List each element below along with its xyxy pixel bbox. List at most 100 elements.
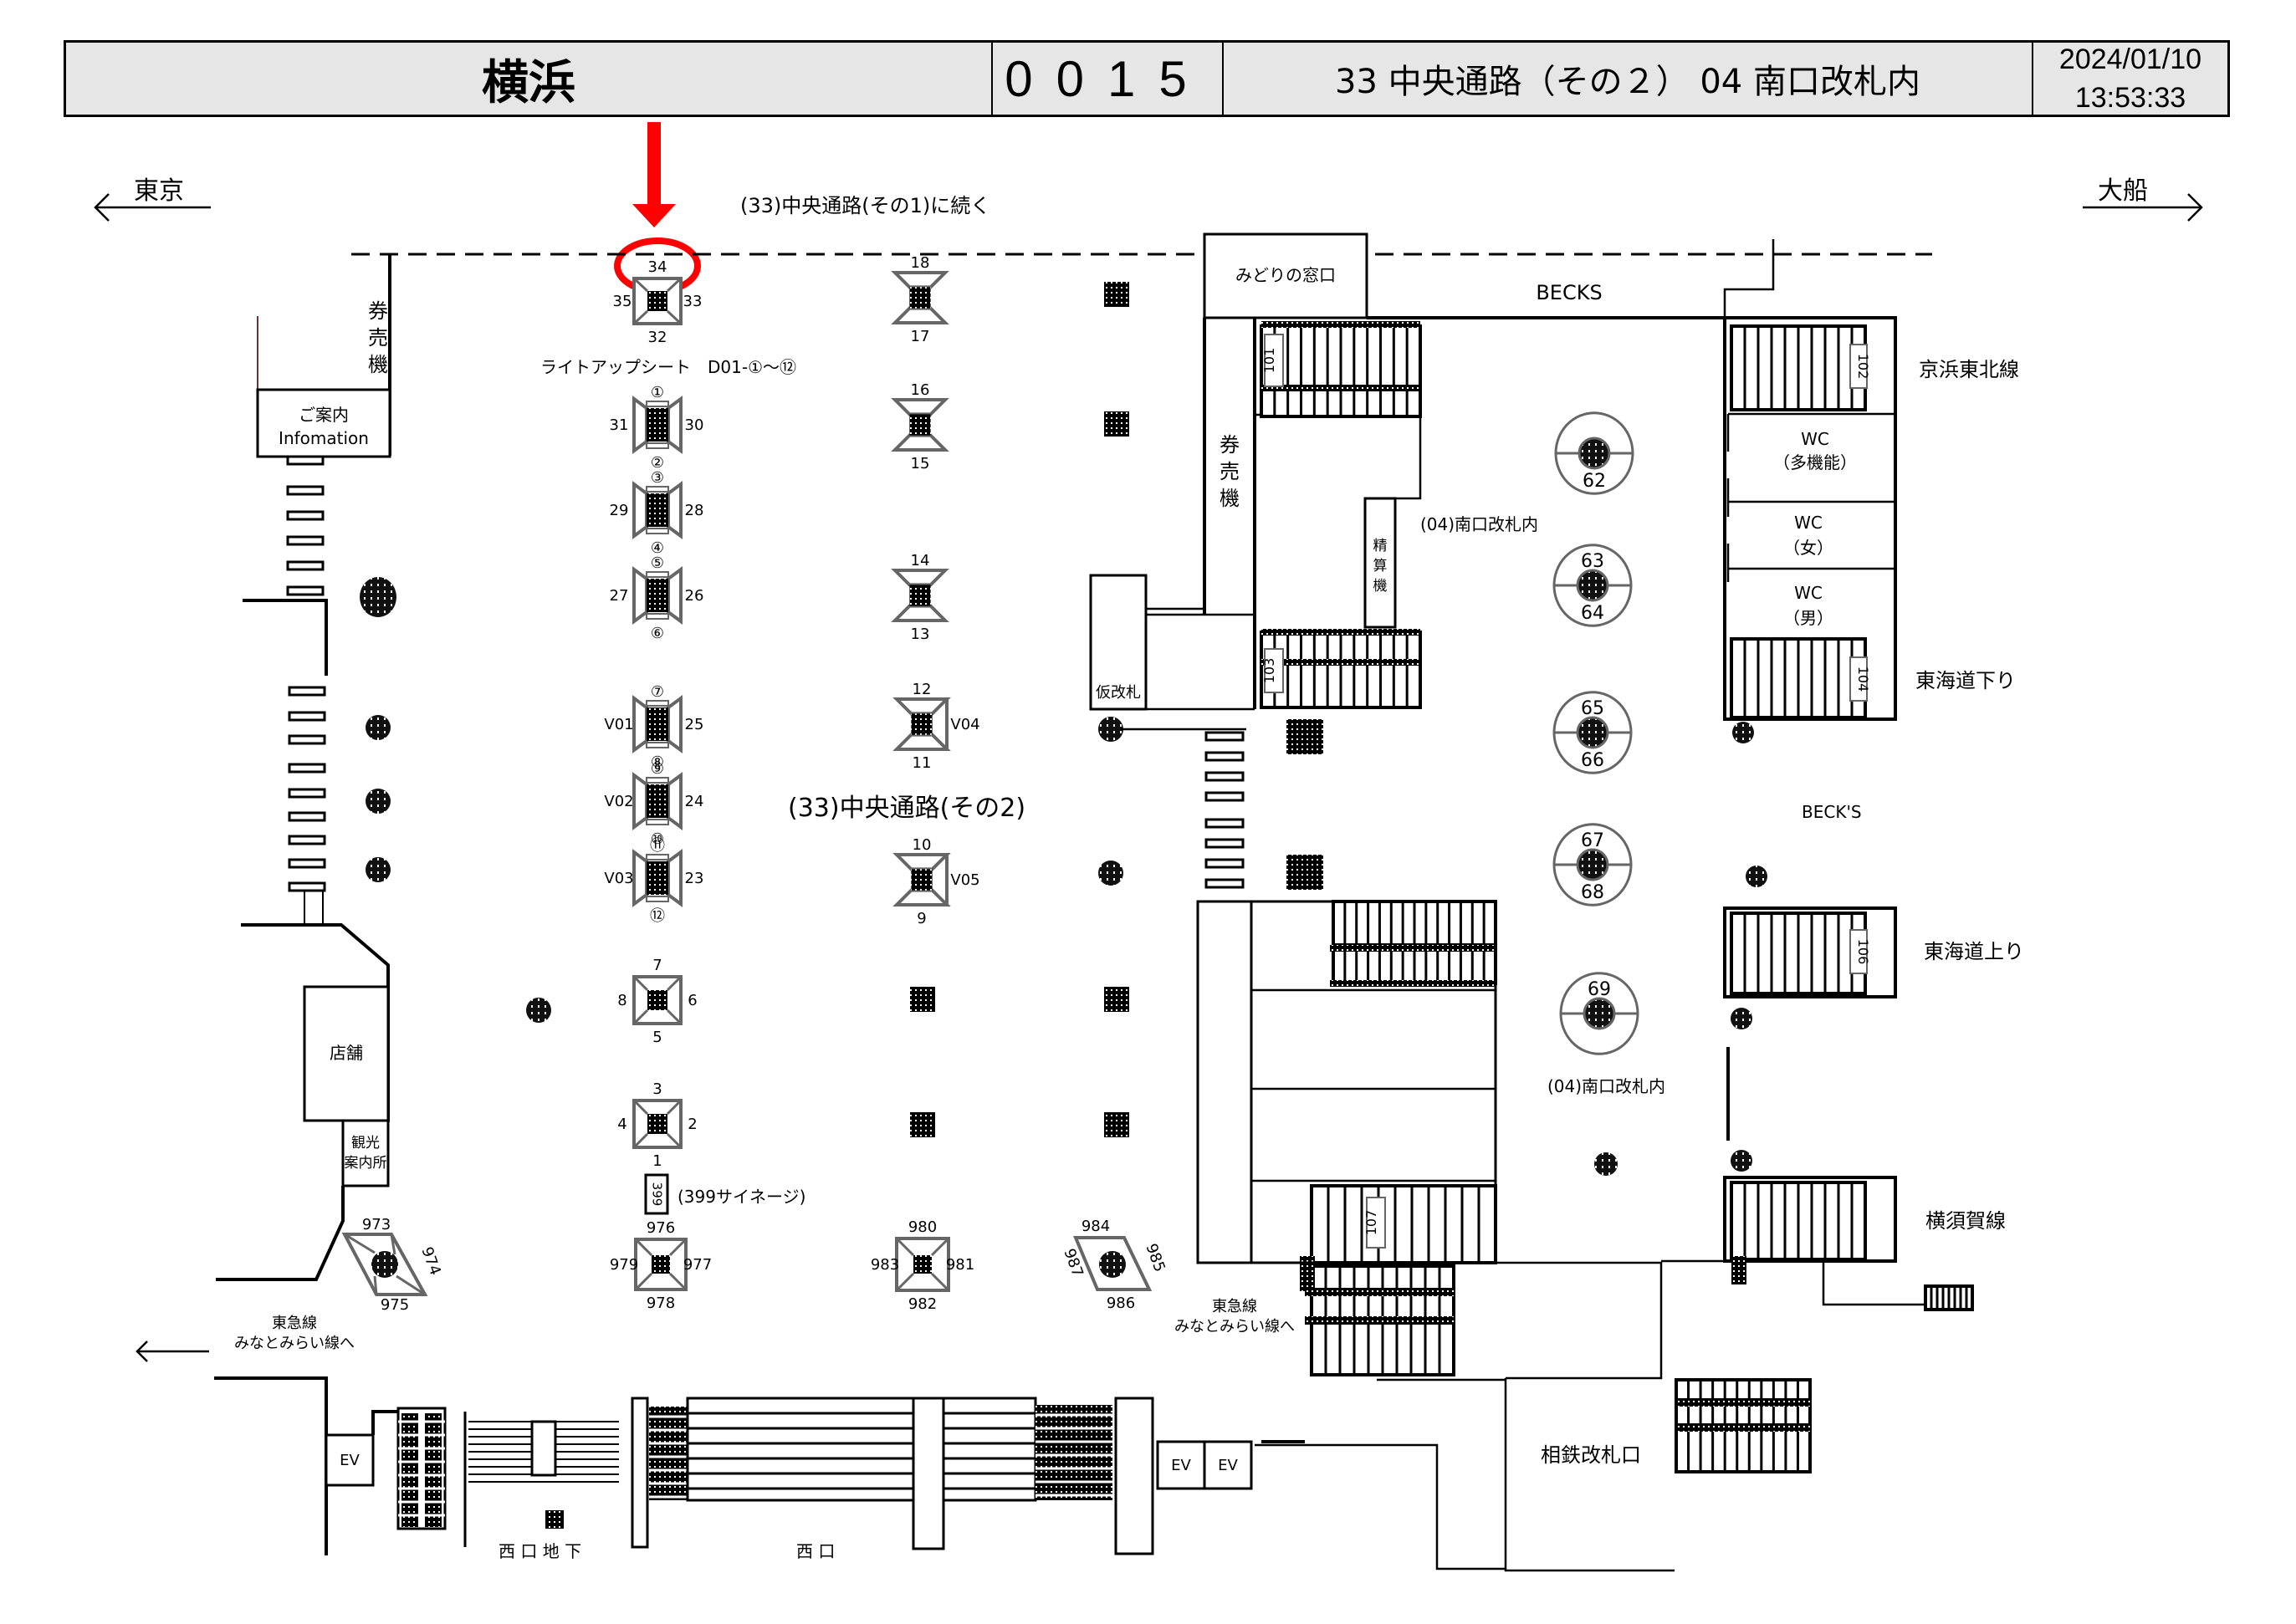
wc-men-sub: （男）: [1783, 608, 1833, 628]
escalator-rail: [1261, 659, 1420, 666]
midori-label: みどりの窓口: [1235, 265, 1336, 285]
pillar-face-label: 35: [613, 293, 632, 310]
lightup-sheet: [646, 700, 669, 707]
becks-mid-label: BECK'S: [1802, 802, 1862, 822]
escalator-rail: [1261, 385, 1420, 391]
pillar-core: [1576, 569, 1609, 602]
pillar-core: [647, 784, 668, 818]
platform-tokaido-up: 東海道上り: [1924, 940, 2024, 963]
ticket-gate: [1204, 771, 1245, 782]
pillar-square: [1104, 1112, 1129, 1137]
becks-label: BECKS: [1536, 281, 1602, 304]
stair-id: 104: [1855, 666, 1871, 692]
ev-label-2: EV: [1171, 1457, 1191, 1474]
pillar-core: [1576, 848, 1609, 881]
signage-399: 399 (399サイネージ): [644, 1173, 805, 1215]
pillar-face-label: 2: [688, 1116, 697, 1133]
pillar-round: [1732, 722, 1754, 743]
pillar-core: [647, 990, 667, 1010]
pillar-face-label: 68: [1581, 882, 1604, 903]
lightup-sheet: [646, 401, 669, 407]
stairs-103-label: 103: [1261, 648, 1284, 693]
escalator: [1036, 1405, 1112, 1500]
pillar-face-label: V01: [604, 716, 633, 733]
pillar-face-label: ②: [651, 454, 664, 472]
escalator-rail: [1676, 1398, 1810, 1407]
stair-id: 102: [1855, 354, 1871, 380]
pillar-square: [1104, 411, 1129, 437]
west-exit-structure: [371, 1397, 1154, 1555]
pillar-face-label: 66: [1581, 750, 1604, 771]
pillar-round: [366, 857, 391, 882]
central-passage-label: (33)中央通路(その2): [788, 794, 1025, 823]
ticket-gate: [1204, 791, 1245, 802]
fare-adjust-machine: [1363, 497, 1397, 629]
pillar-square: [1104, 282, 1129, 307]
pillar-face-label: 5: [652, 1029, 662, 1046]
pillar-face-label: 11: [913, 754, 932, 772]
left-structure: 券 売 機 ご案内 Infomation 店舗 観光 案内所: [216, 254, 391, 1281]
pillar-core: [1576, 716, 1609, 749]
pillar-face-label: 26: [685, 587, 704, 605]
stair-id: 103: [1261, 658, 1277, 684]
stairs-107-label: 107: [1363, 1197, 1386, 1249]
stairs-west-exit: [686, 1397, 915, 1502]
pillar-core: [913, 1255, 932, 1274]
pillar-face-label: 983: [871, 1256, 899, 1274]
pillar-face-label: 8: [617, 992, 626, 1009]
ticket-gate: [288, 788, 326, 799]
pillar-face-label: V03: [604, 870, 633, 887]
ev-3: [1203, 1440, 1253, 1490]
stairs-106: [1730, 912, 1867, 995]
pillar-face-label: 985: [1142, 1241, 1168, 1274]
ticket-gate: [288, 811, 326, 822]
pillar-core: [1099, 1251, 1126, 1278]
signage-label: (399サイネージ): [678, 1187, 805, 1207]
pillar-face-label: 12: [913, 681, 932, 698]
ticket-gate: [288, 763, 326, 774]
lightup-sheet: [646, 742, 669, 748]
pillar-face-label: 979: [610, 1256, 638, 1274]
pillar-round: [360, 577, 396, 617]
tourist-info: [341, 1119, 390, 1187]
escalator-rail: [1330, 945, 1496, 952]
pillar-core: [647, 861, 668, 895]
wc-women-sub: （女）: [1783, 538, 1833, 558]
pillar-face-label: 4: [617, 1116, 626, 1133]
pillar-face-label: 30: [685, 416, 704, 434]
pillar-face-label: 16: [911, 381, 930, 399]
stairs-lower-b: [1332, 947, 1497, 985]
platform-keihin: 京浜東北線: [1919, 358, 2019, 381]
lightup-sheet: [646, 613, 669, 620]
pillar-round: [1594, 1152, 1618, 1176]
pillar-square: [910, 987, 935, 1012]
tourist-info-label-2: 案内所: [345, 1155, 387, 1172]
platform-tokaido-down: 東海道下り: [1915, 669, 2016, 692]
lightup-sheet: [646, 442, 669, 449]
pillar-face-label: 10: [913, 836, 932, 854]
pillar-face-label: ⑩: [651, 830, 664, 848]
escalator-rail: [1676, 1423, 1810, 1432]
stair-id: 101: [1261, 348, 1277, 374]
ticket-gate: [286, 585, 325, 596]
ticket-gate: [288, 835, 326, 845]
label-ofuna: 大船: [2098, 176, 2148, 206]
pillar-round: [1098, 717, 1123, 742]
escalator-rail: [1305, 1316, 1454, 1325]
pillar-face-label: ⑧: [651, 753, 664, 771]
pillar-face-label: ⑫: [650, 907, 665, 925]
pillar-face-label: V02: [604, 793, 633, 810]
pillar-round: [1731, 1008, 1752, 1029]
